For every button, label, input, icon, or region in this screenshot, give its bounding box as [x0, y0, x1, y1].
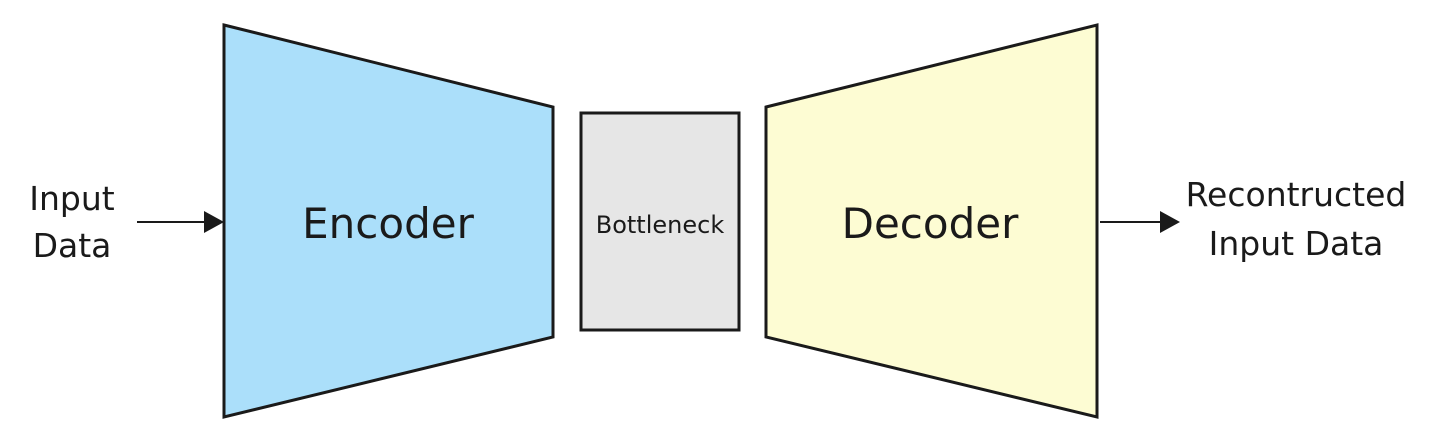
bottleneck-label: Bottleneck	[596, 211, 725, 239]
encoder-label: Encoder	[302, 199, 474, 248]
input-label-line-1: Input	[29, 179, 115, 218]
input-arrow	[137, 211, 224, 233]
output-label-line-2: Input Data	[1209, 224, 1384, 263]
decoder-block	[764, 23, 1099, 419]
bottleneck-block	[579, 111, 741, 332]
output-arrow	[1100, 211, 1180, 233]
output-label-line-1: Recontructed	[1186, 175, 1407, 214]
input-label-line-2: Data	[33, 226, 112, 265]
encoder-block	[222, 23, 555, 419]
decoder-label: Decoder	[842, 199, 1019, 248]
